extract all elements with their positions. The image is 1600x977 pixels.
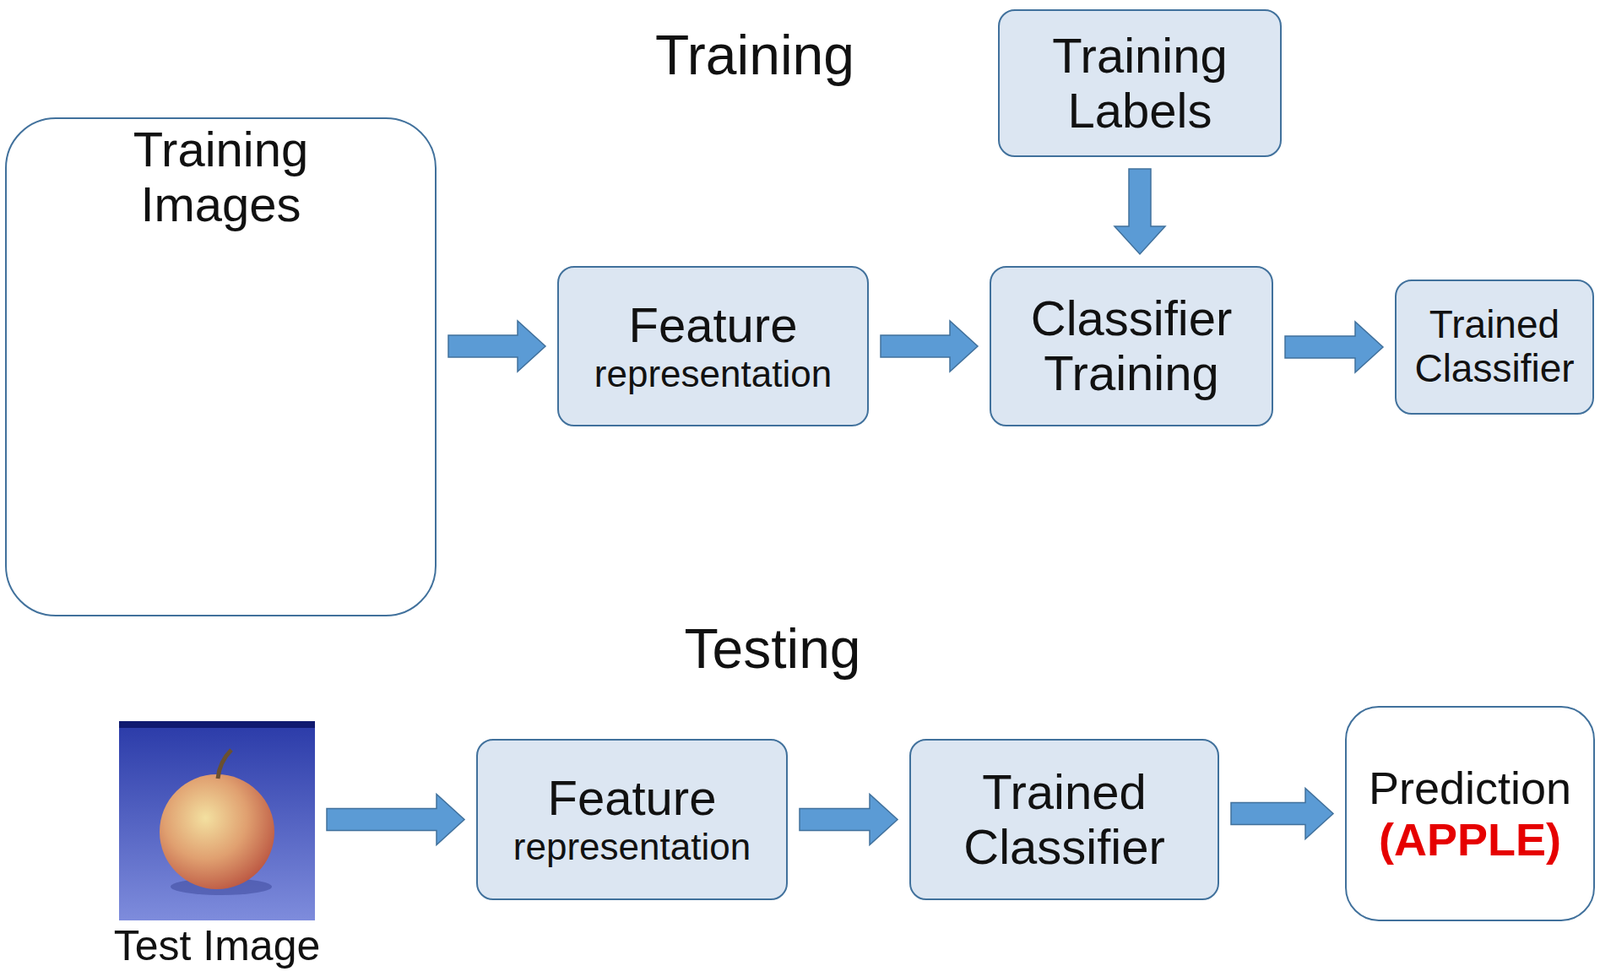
- illustration-part: [318, 493, 351, 506]
- image-panel: Training Images: [5, 117, 437, 617]
- illustration-part: [315, 435, 358, 461]
- illustration-part: [320, 378, 357, 409]
- process-box: Featurerepresentation: [557, 265, 869, 427]
- illustration-part: [321, 257, 356, 298]
- illustration-part: [264, 378, 300, 409]
- illustration-part: [94, 378, 131, 409]
- process-box: Trained Classifier: [909, 738, 1220, 901]
- heading-slot: Testing: [683, 618, 861, 681]
- illustration-part: [202, 547, 245, 573]
- box-text: Feature: [629, 298, 798, 353]
- block-arrow: [326, 794, 465, 846]
- illustration-part: [259, 435, 302, 461]
- illustration-part: [208, 257, 243, 298]
- test-image: Test Image: [119, 721, 315, 921]
- illustration-part: [44, 311, 66, 353]
- process-box: Classifier Training: [989, 265, 1274, 427]
- illustration-part: [119, 721, 315, 728]
- pear-row: [44, 311, 406, 353]
- block-arrow: [799, 794, 898, 846]
- section-heading: Training: [655, 24, 855, 87]
- illustration-part: [32, 547, 76, 573]
- box-text: Training Images: [69, 122, 374, 233]
- illustration-part: [95, 257, 130, 298]
- illustration-part: [146, 492, 189, 517]
- illustration-part: [327, 311, 349, 353]
- block-arrow: [1114, 168, 1166, 255]
- block-arrow: [1231, 788, 1334, 840]
- block-arrow: [448, 320, 546, 372]
- illustration-part: [214, 311, 236, 353]
- block-arrow: [880, 320, 978, 372]
- illustration-part: [315, 492, 358, 517]
- box-text: (APPLE): [1378, 813, 1562, 865]
- illustration-part: [202, 492, 245, 517]
- output-box: Trained Classifier: [1394, 279, 1595, 415]
- illustration-part: [372, 492, 415, 517]
- illustration-part: [32, 435, 76, 461]
- illustration-part: [151, 257, 186, 298]
- illustration-part: [89, 547, 132, 573]
- heading-slot: Training: [655, 24, 855, 87]
- illustration-part: [259, 547, 302, 573]
- illustration-part: [377, 378, 413, 409]
- illustration-part: [159, 774, 275, 890]
- illustration-part: [265, 257, 299, 298]
- illustration-part: [146, 435, 189, 461]
- illustration-part: [202, 435, 245, 461]
- illustration-part: [217, 749, 232, 779]
- illustration-part: [32, 492, 76, 517]
- section-heading: Testing: [683, 618, 861, 681]
- box-text: Prediction: [1368, 762, 1572, 814]
- illustration-part: [101, 311, 123, 353]
- cow-row: [32, 435, 415, 461]
- illustration-part: [151, 378, 187, 409]
- illustration-part: [89, 435, 132, 461]
- illustration-part: [157, 311, 179, 353]
- box-text: representation: [594, 352, 832, 395]
- illustration-part: [271, 311, 293, 353]
- illustration-part: [207, 378, 244, 409]
- box-text: Training Labels: [1008, 28, 1272, 139]
- illustration-part: [35, 437, 68, 451]
- illustration-part: [315, 547, 358, 573]
- block-arrow: [1285, 321, 1384, 373]
- illustration-part: [37, 378, 74, 409]
- illustration-part: [372, 435, 415, 461]
- box-text: representation: [513, 825, 751, 868]
- test-photo: [119, 721, 315, 921]
- illustration-part: [384, 311, 406, 353]
- illustration-part: [372, 547, 415, 573]
- input-box: Training Labels: [997, 9, 1282, 158]
- box-text: Trained Classifier: [919, 764, 1210, 875]
- box-text: Classifier Training: [999, 291, 1264, 402]
- tomato-row: [37, 378, 413, 409]
- illustration-part: [378, 257, 413, 298]
- dog-row: [32, 492, 415, 517]
- illustration-part: [119, 721, 315, 921]
- apple-row: [38, 257, 413, 298]
- image-grid: [27, 249, 424, 587]
- illustration-part: [38, 257, 73, 298]
- illustration-part: [261, 437, 294, 451]
- illustration-part: [89, 492, 132, 517]
- box-text: Trained Classifier: [1404, 303, 1584, 391]
- box-text: Feature: [547, 770, 717, 826]
- result-box: Prediction(APPLE): [1345, 705, 1595, 922]
- image-caption: Test Image: [113, 922, 321, 970]
- horse-row: [32, 547, 415, 573]
- process-box: Featurerepresentation: [476, 738, 788, 901]
- illustration-part: [146, 547, 189, 573]
- illustration-part: [259, 492, 302, 517]
